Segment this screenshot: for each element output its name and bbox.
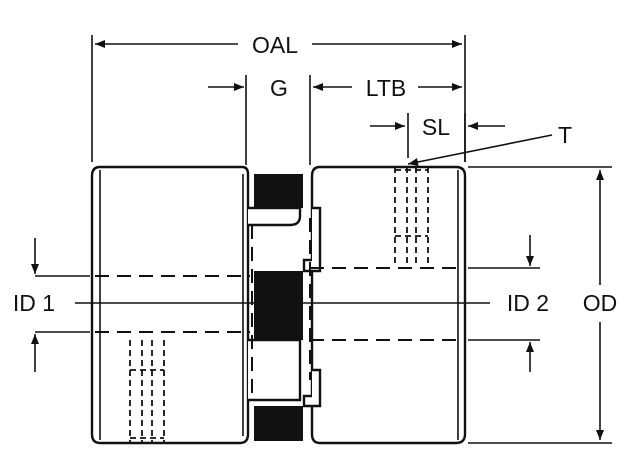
right-jaw-lower <box>302 368 322 408</box>
ltb-dimension: LTB <box>313 75 462 101</box>
od-dimension: OD <box>468 166 618 444</box>
spider-middle <box>254 271 303 340</box>
spider-top <box>254 174 303 208</box>
id2-label: ID 2 <box>507 290 549 316</box>
left-jaw-upper <box>248 206 302 227</box>
spider-bottom <box>254 406 303 441</box>
left-hub <box>90 165 250 445</box>
g-label: G <box>270 75 288 101</box>
right-hub <box>310 165 467 445</box>
ltb-label: LTB <box>366 75 406 101</box>
od-label: OD <box>583 290 618 316</box>
right-jaw-upper <box>302 206 322 273</box>
id1-dimension: ID 1 <box>13 238 90 372</box>
t-label: T <box>558 122 572 148</box>
id2-dimension: ID 2 <box>468 235 549 372</box>
oal-dimension: OAL <box>91 32 466 162</box>
t-leader: T <box>407 122 572 166</box>
oal-label: OAL <box>252 32 298 58</box>
sl-dimension: SL <box>370 113 505 162</box>
g-dimension: G <box>208 75 311 165</box>
sl-label: SL <box>422 114 450 140</box>
set-screw-left <box>129 340 165 443</box>
set-screw-right <box>394 167 429 266</box>
id1-label: ID 1 <box>13 290 55 316</box>
left-jaw-lower <box>248 338 302 402</box>
